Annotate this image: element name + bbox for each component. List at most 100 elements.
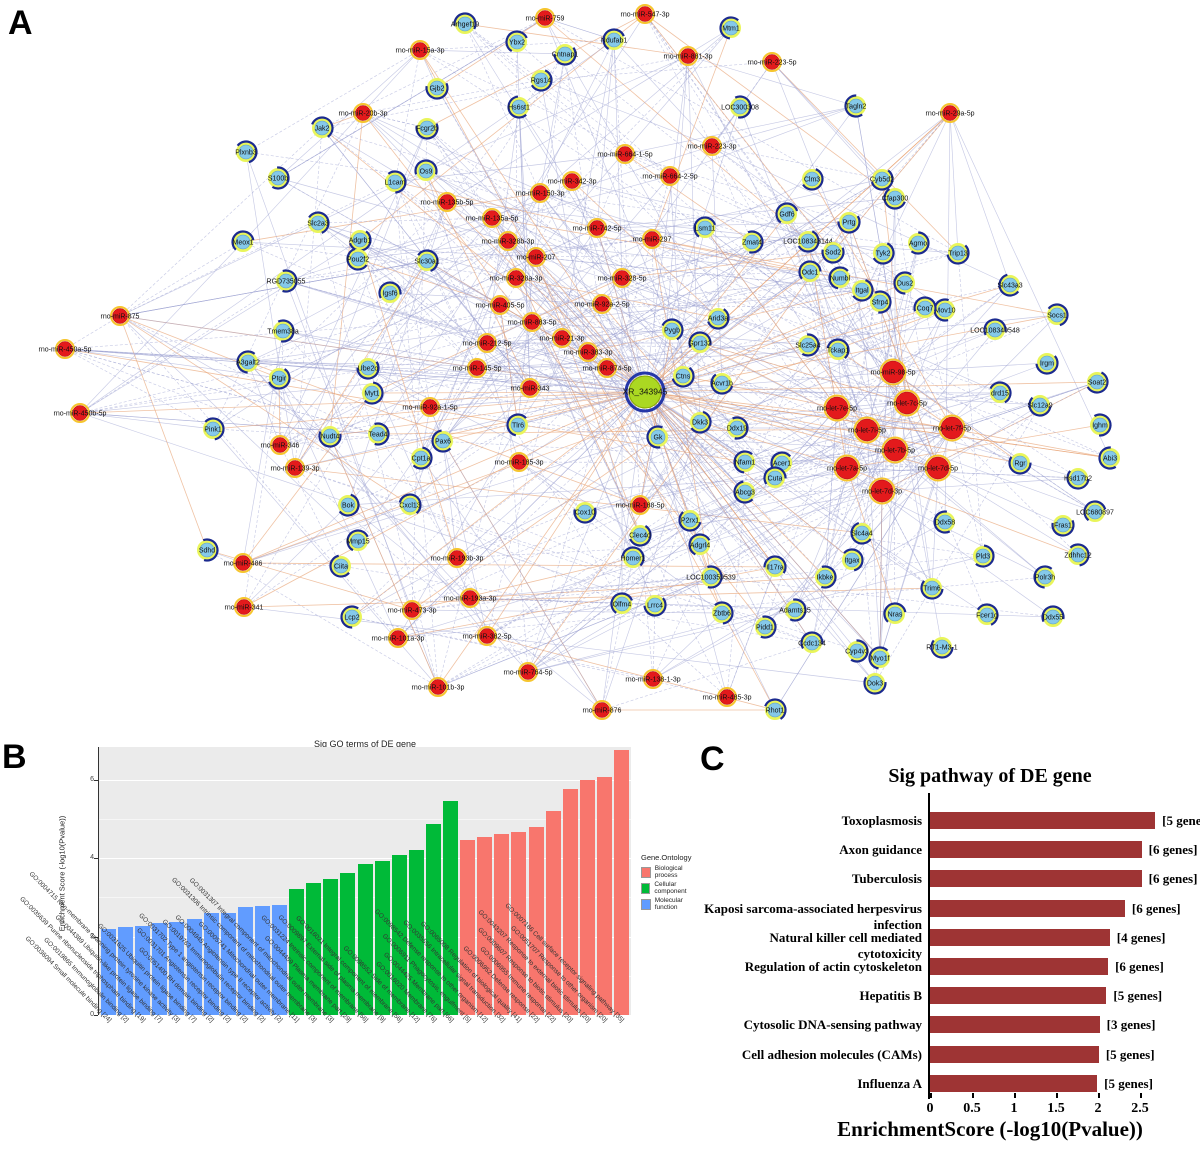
- network-edge: [540, 79, 713, 147]
- network-edge: [294, 367, 369, 469]
- pathway-bar: [930, 1074, 1098, 1092]
- network-edge: [321, 127, 517, 279]
- mirna-node: [924, 454, 952, 482]
- gene-node: [1045, 303, 1069, 327]
- network-edge: [866, 392, 1001, 431]
- node-label: A3galt2: [236, 359, 260, 366]
- gene-node: [621, 546, 645, 570]
- go-bar: [545, 811, 561, 1015]
- network-edge: [515, 277, 876, 684]
- mirna-node: [587, 218, 607, 238]
- node-label: Fcer1g: [976, 612, 998, 619]
- pathway-chart-title: Sig pathway of DE gene: [888, 765, 1092, 787]
- gene-count-label: [6 genes]: [1148, 871, 1198, 887]
- gene-node: [383, 170, 407, 194]
- network-edge: [949, 112, 1111, 459]
- mirna-node: [55, 339, 75, 359]
- legend-item: Molecular function: [641, 897, 700, 911]
- gene-node: [346, 247, 370, 271]
- network-edge: [394, 181, 439, 688]
- y-tick-label: 0: [90, 1011, 94, 1018]
- node-label: RT1-M3-1: [926, 644, 957, 651]
- node-label: Ybx2: [509, 39, 525, 46]
- network-edge: [377, 13, 646, 435]
- node-label: Arid3a: [708, 315, 728, 322]
- network-edge: [486, 106, 520, 344]
- network-edge: [426, 127, 517, 279]
- gene-node: [983, 318, 1007, 342]
- network-edge: [464, 23, 541, 194]
- network-edge: [282, 330, 646, 393]
- network-edge: [486, 329, 673, 344]
- pathway-label: Regulation of actin cytoskeleton: [744, 959, 922, 974]
- network-edge: [652, 612, 723, 680]
- go-bar: [596, 777, 612, 1015]
- network-edge: [285, 280, 646, 393]
- gene-node: [783, 598, 807, 622]
- network-edge: [243, 504, 349, 608]
- gene-node: [763, 555, 787, 579]
- node-label: Pygb: [664, 327, 680, 334]
- node-label: rno-miR-405-5p: [475, 302, 524, 309]
- network-edge: [437, 603, 623, 688]
- node-label: rno-miR-15a-3p: [395, 47, 444, 54]
- network-edge: [119, 315, 399, 639]
- panel-a-letter: A: [8, 4, 33, 42]
- go-bar: [425, 824, 441, 1015]
- node-label: Hsd17b2: [1064, 475, 1092, 482]
- network-edge: [639, 307, 926, 506]
- node-label: Cntnap1: [552, 51, 579, 58]
- network-edge: [518, 461, 723, 614]
- network-edge: [367, 321, 533, 369]
- network-edge: [561, 39, 615, 339]
- mirna-node: [643, 669, 663, 689]
- node-label: rno-miR-881-3p: [663, 53, 712, 60]
- pathway-label: Cytosolic DNA-sensing pathway: [743, 1017, 922, 1033]
- node-label: rno-miR-346: [261, 442, 300, 449]
- network-edge: [245, 151, 296, 469]
- go-bar: [408, 849, 424, 1015]
- network-edge: [119, 315, 208, 551]
- network-edge: [282, 330, 379, 435]
- network-edge: [906, 309, 946, 404]
- network-edge: [836, 407, 1111, 459]
- network-edge: [294, 467, 813, 644]
- gene-node: [1051, 513, 1075, 537]
- network-edge: [79, 377, 280, 414]
- network-edge: [544, 17, 809, 242]
- network-edge: [639, 490, 883, 536]
- pathway-bar: [930, 1016, 1100, 1034]
- mirna-node: [110, 306, 130, 326]
- network-edge: [644, 391, 896, 451]
- node-label: Nfam1: [735, 459, 756, 466]
- mirna-node: [234, 597, 254, 617]
- pathway-label: Cell adhesion molecules (CAMs): [741, 1046, 922, 1062]
- network-edge: [397, 603, 623, 639]
- network-edge: [527, 421, 701, 673]
- gene-node: [340, 605, 364, 629]
- network-edge: [544, 17, 673, 331]
- node-label: LOC108349548: [970, 327, 1020, 334]
- pathway-label: Axon guidance: [839, 842, 922, 858]
- node-label: Rgs14: [531, 77, 551, 84]
- mirna-node: [70, 403, 90, 423]
- network-edge: [278, 227, 598, 379]
- network-edge: [456, 544, 701, 559]
- network-edge: [347, 504, 603, 711]
- node-label: rno-miR-92a-2-5p: [574, 301, 629, 308]
- network-edge: [517, 153, 626, 426]
- node-label: Pld3: [976, 553, 990, 560]
- network-edge: [613, 39, 713, 147]
- node-label: Pidd1: [756, 624, 774, 631]
- network-edge: [317, 217, 493, 224]
- network-edge: [367, 238, 653, 369]
- network-edge: [119, 260, 428, 317]
- node-label: Dus2: [897, 280, 913, 287]
- network-edge: [726, 566, 776, 698]
- network-edge: [442, 321, 533, 442]
- network-edge: [651, 238, 1058, 316]
- mirna-node: [578, 342, 598, 362]
- network-edge: [771, 61, 883, 180]
- node-label: Prtg: [843, 219, 856, 226]
- network-edge: [351, 251, 834, 618]
